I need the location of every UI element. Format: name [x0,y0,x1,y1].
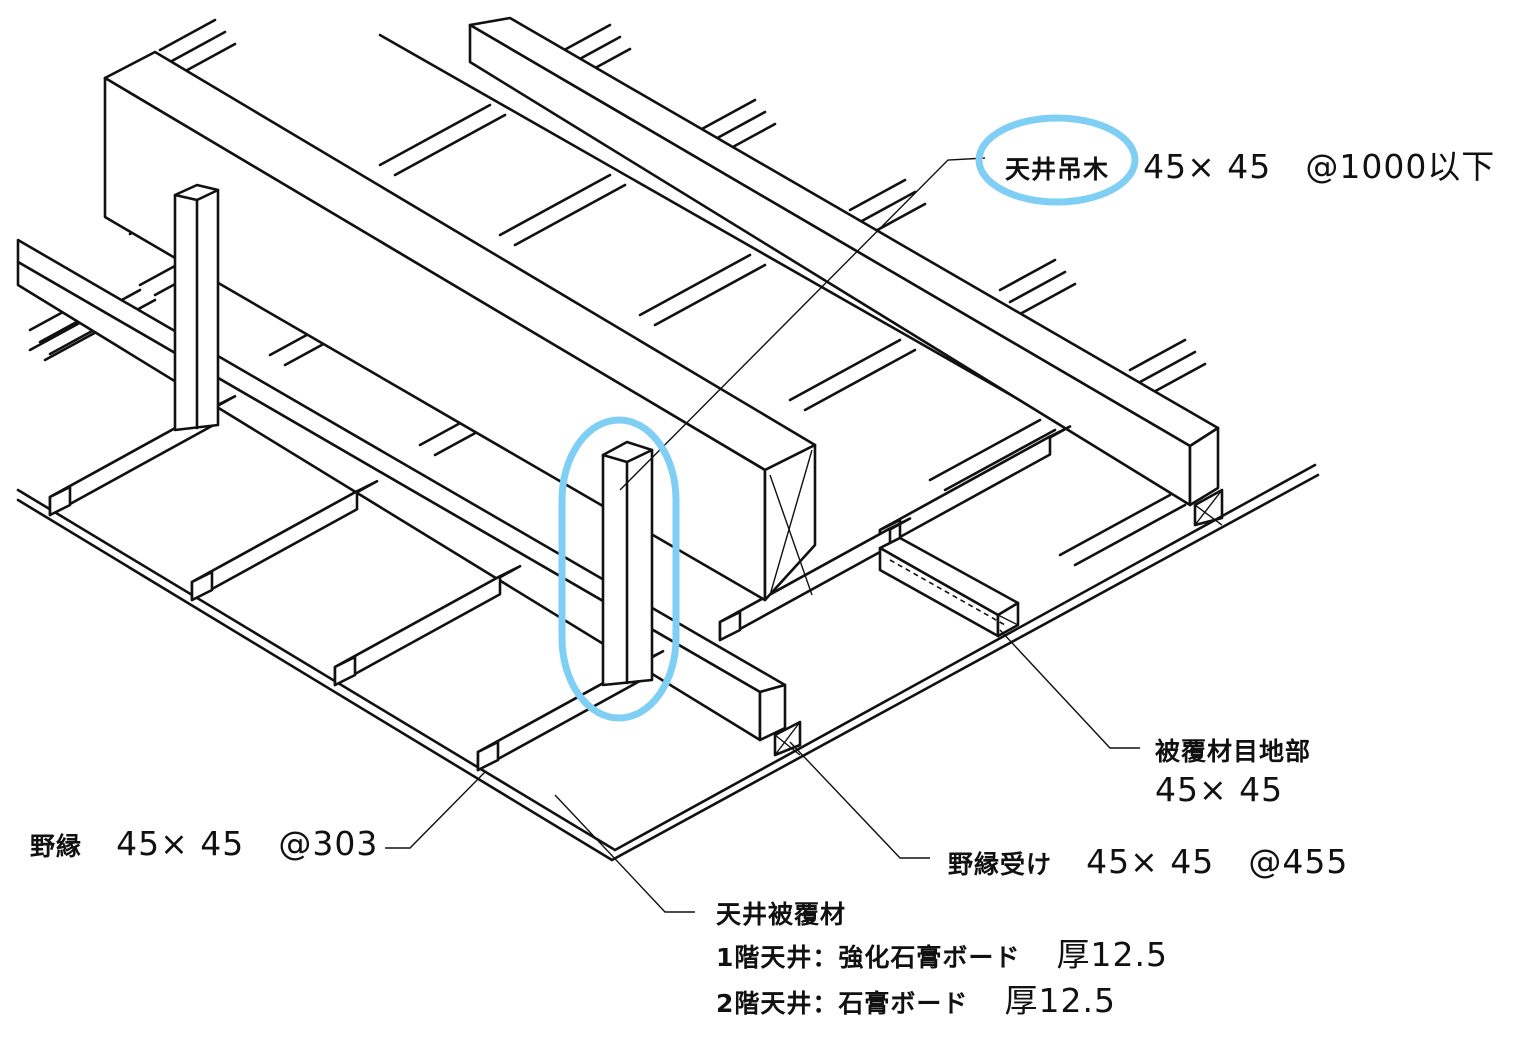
nobuchi-edge [378,103,492,167]
nobuchi-end-face [718,610,742,642]
nobuchi-edge [653,263,767,327]
hanger-spacing: @1000以下 [1305,147,1496,186]
joist-hatch [168,30,227,64]
nobuchi-front-face [333,574,502,687]
joist-hatch [698,98,757,132]
covering-name: 天井被覆材 [716,900,847,929]
hanger-size: 45× 45 [1143,147,1272,186]
nobuchi-edge [943,428,1057,492]
hanger-post-left [173,183,220,432]
nobuchi-edge [1058,493,1172,557]
joist-hatch [1018,282,1077,316]
nobuchi-front-face [190,489,359,602]
nobuchi-uke-label: 野縁受け 45× 45 @455 [948,842,1348,881]
nobuchi-end-face [333,655,357,687]
hanger-post-center [601,440,654,687]
nobuchi-label: 野縁 45× 45 @303 [30,824,378,863]
nobuchi-edge [788,338,902,402]
highlight-hanger-label [975,114,1139,206]
nobuchi-uke-spacing: @455 [1248,842,1349,881]
joist-hatch [708,110,767,144]
joist-hatch [848,178,907,212]
joist-hatch [178,42,237,76]
nobuchi-edge [928,418,1042,482]
back-beam [378,16,1224,527]
nobuchi-end-face [48,485,72,517]
nobuchi-edge [803,348,917,412]
nobuchi-edge [1073,503,1187,567]
joist-hatch [1138,350,1197,384]
joist-hatch [1128,338,1187,372]
covering-floor2-thickness: 厚12.5 [1004,981,1116,1020]
leader-lines [385,157,1140,913]
nobuchi-name: 野縁 [30,832,83,861]
joist-hatch [858,190,917,224]
nobuchi-front-face [878,435,1052,550]
nobuchi-end-face [190,570,214,602]
nobuchi-uke-name: 野縁受け [948,850,1053,879]
hanger-label: 天井吊木 45× 45 @1000以下 [1005,140,1495,188]
joint-size: 45× 45 [1155,770,1284,809]
covering-floor2: 2階天井：石膏ボード [716,989,969,1018]
hanger-name: 天井吊木 [1005,155,1110,184]
joist-hatch [1008,270,1067,304]
highlight-hanger-post [558,416,680,722]
nobuchi-uke-size: 45× 45 [1086,842,1215,881]
joist-hatch [1148,362,1207,396]
covering-floor1: 1階天井：強化石膏ボード [716,943,1021,972]
nobuchi-edge [638,253,752,317]
joint-member [878,536,1020,638]
nobuchi-edge [498,173,612,237]
joist-hatch [998,258,1057,292]
joint-name: 被覆材目地部 [1155,737,1312,766]
main-beam [103,50,817,602]
nobuchi-edge [513,183,627,247]
joint-label: 被覆材目地部 45× 45 [1155,732,1311,809]
nobuchi-size: 45× 45 [116,824,245,863]
ceiling-board [16,463,1320,862]
covering-floor1-thickness: 厚12.5 [1056,935,1168,974]
nobuchi-spacing: @303 [278,824,379,863]
joist-hatch [158,18,217,52]
nobuchi-end-face [476,740,500,772]
nobuchi-edge [393,113,507,177]
covering-label: 天井被覆材 1階天井：強化石膏ボード 厚12.5 2階天井：石膏ボード 厚12.… [716,895,1168,1027]
